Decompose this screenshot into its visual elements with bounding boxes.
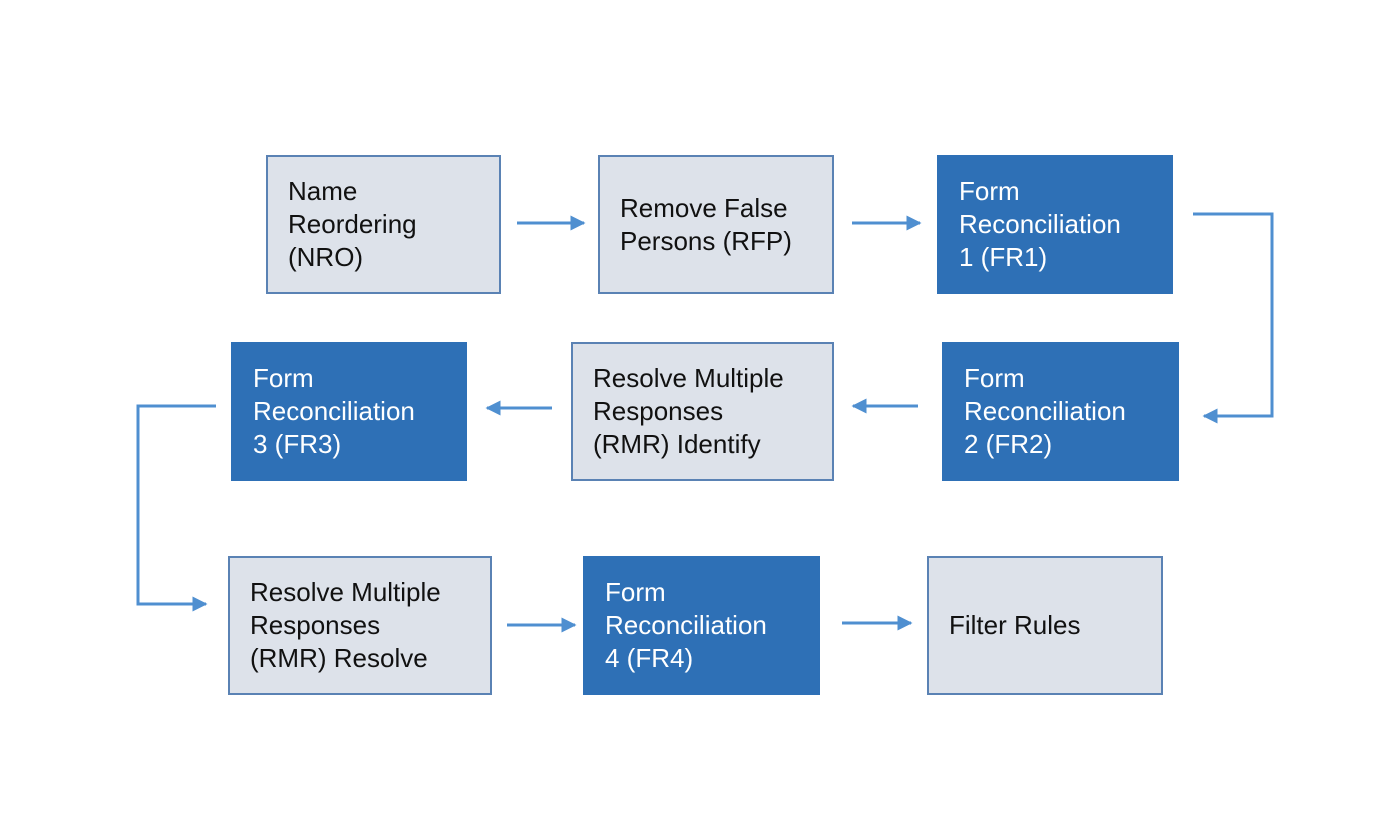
node-label: Form Reconciliation 4 (FR4)	[605, 577, 767, 673]
node-rmr-resolve: Resolve Multiple Responses (RMR) Resolve	[228, 556, 492, 695]
node-form-reconciliation-3: Form Reconciliation 3 (FR3)	[231, 342, 467, 481]
node-name-reordering: Name Reordering (NRO)	[266, 155, 501, 294]
node-label: Filter Rules	[949, 610, 1081, 640]
node-label: Remove False Persons (RFP)	[620, 192, 792, 256]
node-rmr-identify: Resolve Multiple Responses (RMR) Identif…	[571, 342, 834, 481]
arrow-fr1-to-fr2	[1193, 212, 1274, 424]
node-form-reconciliation-4: Form Reconciliation 4 (FR4)	[583, 556, 820, 695]
node-label: Form Reconciliation 2 (FR2)	[964, 363, 1126, 459]
node-label: Form Reconciliation 3 (FR3)	[253, 363, 415, 459]
node-label: Resolve Multiple Responses (RMR) Resolve	[250, 577, 441, 673]
arrow-fr3-to-rmr-resolve	[136, 404, 216, 612]
node-remove-false-persons: Remove False Persons (RFP)	[598, 155, 834, 294]
node-form-reconciliation-2: Form Reconciliation 2 (FR2)	[942, 342, 1179, 481]
node-label: Name Reordering (NRO)	[288, 176, 417, 272]
node-label: Form Reconciliation 1 (FR1)	[959, 176, 1121, 272]
node-label: Resolve Multiple Responses (RMR) Identif…	[593, 363, 784, 459]
node-form-reconciliation-1: Form Reconciliation 1 (FR1)	[937, 155, 1173, 294]
node-filter-rules: Filter Rules	[927, 556, 1163, 695]
